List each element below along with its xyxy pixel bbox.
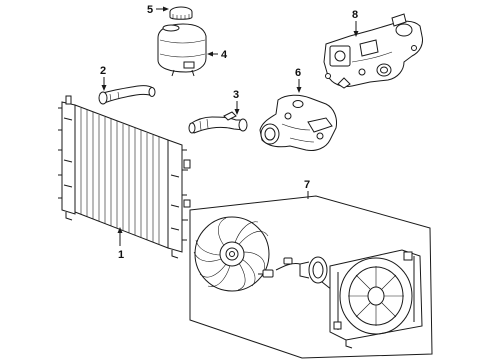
- leader-4-arrow: [207, 51, 213, 57]
- lower-radiator-hose[interactable]: [188, 111, 248, 134]
- fan-blade[interactable]: [193, 216, 270, 292]
- thermostat-housing[interactable]: [323, 13, 423, 89]
- fan-wiring-connector[interactable]: [258, 257, 301, 278]
- callout-8: 8: [352, 9, 358, 21]
- callout-3: 3: [233, 89, 239, 101]
- leader-8-arrow: [353, 31, 359, 37]
- callout-7: 7: [304, 179, 310, 191]
- callout-4: 4: [221, 49, 228, 61]
- fan-assembly-box[interactable]: [189, 191, 433, 359]
- callout-5: 5: [147, 4, 153, 16]
- radiator-core-fins: [80, 108, 160, 244]
- callout-1: 1: [118, 249, 124, 261]
- fan-shroud[interactable]: [329, 249, 423, 349]
- coolant-reservoir[interactable]: [157, 23, 207, 77]
- reservoir-cap[interactable]: [169, 6, 193, 20]
- leader-1-arrow: [117, 227, 123, 233]
- upper-radiator-hose[interactable]: [98, 85, 156, 105]
- leader-6-arrow: [296, 87, 302, 93]
- leader-5-arrow: [163, 6, 169, 12]
- leader-3-arrow: [234, 109, 240, 115]
- leader-2-arrow: [101, 85, 107, 91]
- radiator[interactable]: [58, 95, 191, 259]
- water-pump[interactable]: [259, 94, 337, 151]
- callout-2: 2: [100, 65, 106, 77]
- callout-6: 6: [295, 67, 301, 79]
- fan-motor[interactable]: [299, 256, 333, 291]
